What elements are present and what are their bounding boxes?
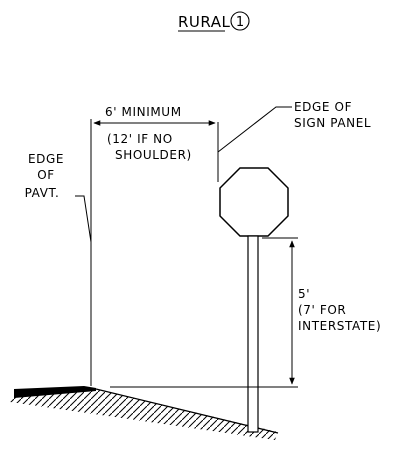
dimension-no-shoulder-text-1: (12' IF NO	[107, 132, 173, 146]
pavement-label-line2: OF	[37, 168, 55, 182]
ground-slope	[10, 388, 279, 440]
octagon-sign	[219, 167, 289, 237]
pavement-label-line3: PAVT.	[25, 186, 60, 200]
dimension-no-shoulder-text-2: SHOULDER)	[115, 148, 192, 162]
sign-post	[247, 235, 259, 433]
vertical-dimension-label: 5' (7' FOR INTERSTATE)	[298, 287, 381, 333]
sign-panel-label: EDGE OF SIGN PANEL	[294, 100, 371, 130]
pavement-surface	[14, 386, 96, 398]
dimension-minimum-text: 6' MINIMUM	[105, 105, 182, 119]
title-marker-number: 1	[236, 15, 244, 30]
title-text: RURAL	[178, 13, 230, 31]
sign-panel-leader	[217, 106, 292, 153]
pavement-leader	[75, 195, 92, 243]
height-interstate-text-2: INTERSTATE)	[298, 319, 381, 333]
title-group: RURAL 1	[178, 11, 250, 32]
height-interstate-text-1: (7' FOR	[298, 303, 346, 317]
sign-panel-label-line1: EDGE OF	[294, 100, 352, 114]
sign-panel-label-line2: SIGN PANEL	[294, 116, 371, 130]
horizontal-dimension-label: 6' MINIMUM (12' IF NO SHOULDER)	[105, 105, 192, 162]
pavement-label: EDGE OF PAVT.	[25, 152, 64, 200]
hatched-embankment	[10, 389, 278, 440]
title-marker-circle	[230, 11, 250, 31]
height-5ft-text: 5'	[298, 287, 310, 301]
pavement-label-line1: EDGE	[28, 152, 64, 166]
